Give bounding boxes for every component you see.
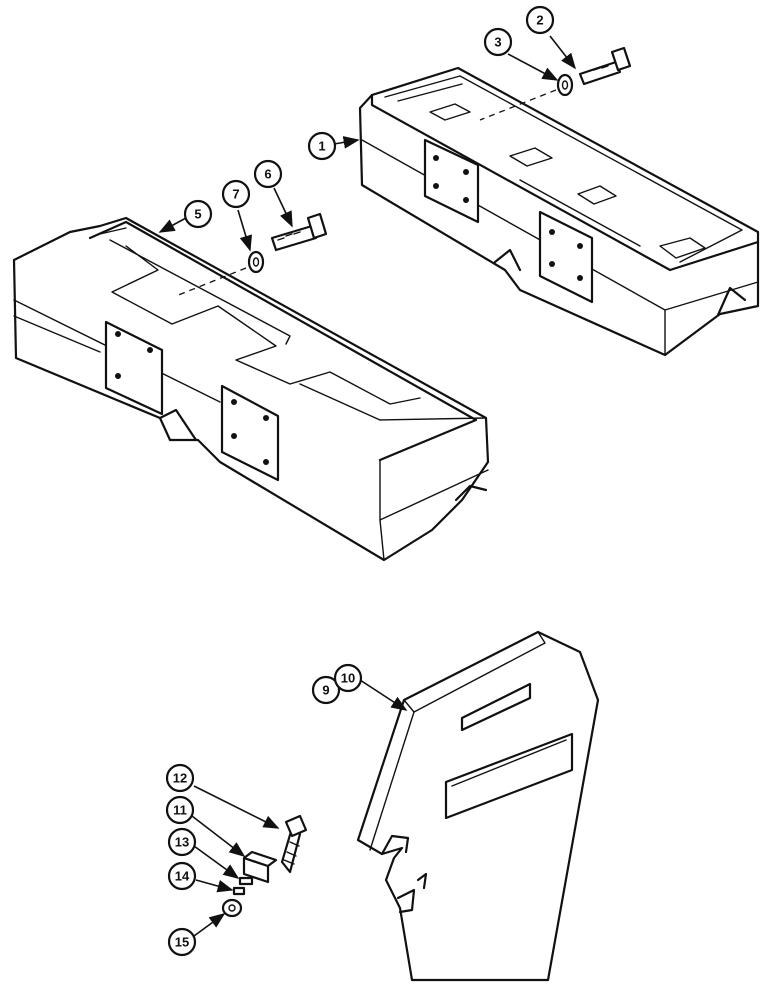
callout-11: 11 bbox=[165, 795, 195, 825]
callout-13: 13 bbox=[167, 827, 197, 857]
washer-13 bbox=[238, 876, 254, 886]
svg-text:7: 7 bbox=[232, 187, 239, 202]
callout-14: 14 bbox=[167, 861, 197, 891]
washer-14 bbox=[232, 886, 246, 896]
svg-text:3: 3 bbox=[494, 35, 501, 50]
nut-15 bbox=[221, 898, 243, 918]
svg-text:5: 5 bbox=[194, 207, 201, 222]
svg-text:6: 6 bbox=[264, 167, 271, 182]
bolt-6 bbox=[270, 212, 328, 252]
svg-text:2: 2 bbox=[536, 13, 543, 28]
bolt-12 bbox=[280, 814, 308, 874]
callout-12: 12 bbox=[165, 763, 195, 793]
callout-1: 1 bbox=[307, 131, 337, 161]
callout-10: 10 bbox=[333, 663, 363, 693]
callout-6: 6 bbox=[253, 159, 283, 189]
callout-7: 7 bbox=[221, 179, 251, 209]
spacer-11 bbox=[242, 850, 278, 884]
svg-text:1: 1 bbox=[318, 139, 325, 154]
svg-text:9: 9 bbox=[322, 683, 329, 698]
callout-2: 2 bbox=[525, 5, 555, 35]
front-weight-right bbox=[358, 66, 760, 357]
svg-text:13: 13 bbox=[175, 835, 189, 850]
svg-text:10: 10 bbox=[341, 671, 355, 686]
bolt-2 bbox=[578, 46, 632, 86]
callout-5: 5 bbox=[183, 199, 213, 229]
callout-3: 3 bbox=[483, 27, 513, 57]
suitcase-weight-slab bbox=[356, 630, 600, 982]
svg-text:14: 14 bbox=[175, 869, 190, 884]
washer-3 bbox=[556, 73, 574, 97]
callout-9: 9 bbox=[311, 675, 341, 705]
front-weight-left bbox=[12, 216, 490, 562]
washer-7 bbox=[247, 250, 265, 274]
svg-text:12: 12 bbox=[173, 771, 187, 786]
svg-text:15: 15 bbox=[175, 935, 189, 950]
callout-15: 15 bbox=[167, 927, 197, 957]
svg-text:11: 11 bbox=[173, 803, 187, 818]
